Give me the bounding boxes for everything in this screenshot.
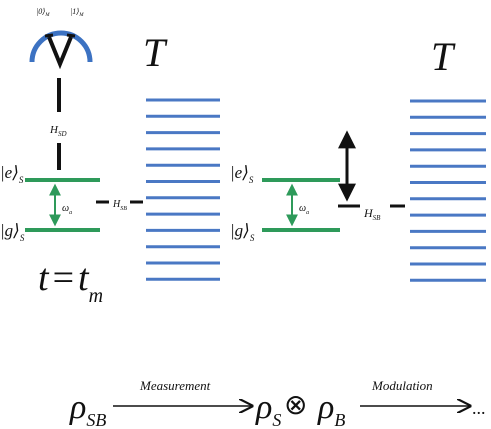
detector-state-0: |0⟩M bbox=[36, 7, 50, 18]
rho-sb: ρSB bbox=[69, 389, 106, 429]
excited-state-label-left: |e⟩S bbox=[0, 163, 24, 185]
ground-state-label-right: |g⟩S bbox=[230, 221, 255, 243]
detector-pointer-icon-tips bbox=[44, 33, 76, 38]
coupling-sb-label-left: HSB bbox=[112, 199, 127, 212]
bath-label-right: T bbox=[431, 34, 456, 79]
tensor-product-symbol: ⊗ bbox=[284, 388, 307, 421]
detector-arc bbox=[29, 30, 93, 63]
excited-state-label-right: |e⟩S bbox=[230, 163, 254, 185]
detector: |0⟩M |1⟩M bbox=[29, 7, 93, 70]
coupling-sd-label: HSD bbox=[49, 124, 67, 138]
detector-state-1: |1⟩M bbox=[70, 7, 84, 18]
ground-state-label-left: |g⟩S bbox=[0, 221, 25, 243]
omega-label-left: ωa bbox=[62, 203, 72, 216]
omega-label-right: ωa bbox=[299, 203, 309, 216]
modulation-label: Modulation bbox=[371, 378, 433, 393]
coupling-sb-label-right: HSB bbox=[363, 206, 381, 222]
state-equation: ρSB Measurement ρS ⊗ ρB Modulation ... bbox=[69, 378, 486, 429]
bath-label-left: T bbox=[143, 30, 168, 75]
measurement-label: Measurement bbox=[139, 378, 211, 393]
bath-levels-right bbox=[410, 99, 486, 282]
bath-levels-left bbox=[146, 98, 220, 281]
ellipsis: ... bbox=[472, 398, 486, 418]
rho-b: ρB bbox=[317, 389, 345, 429]
rho-s: ρS bbox=[255, 389, 281, 429]
detector-pointer-icon bbox=[47, 36, 73, 70]
time-label: t=tm bbox=[38, 257, 103, 307]
